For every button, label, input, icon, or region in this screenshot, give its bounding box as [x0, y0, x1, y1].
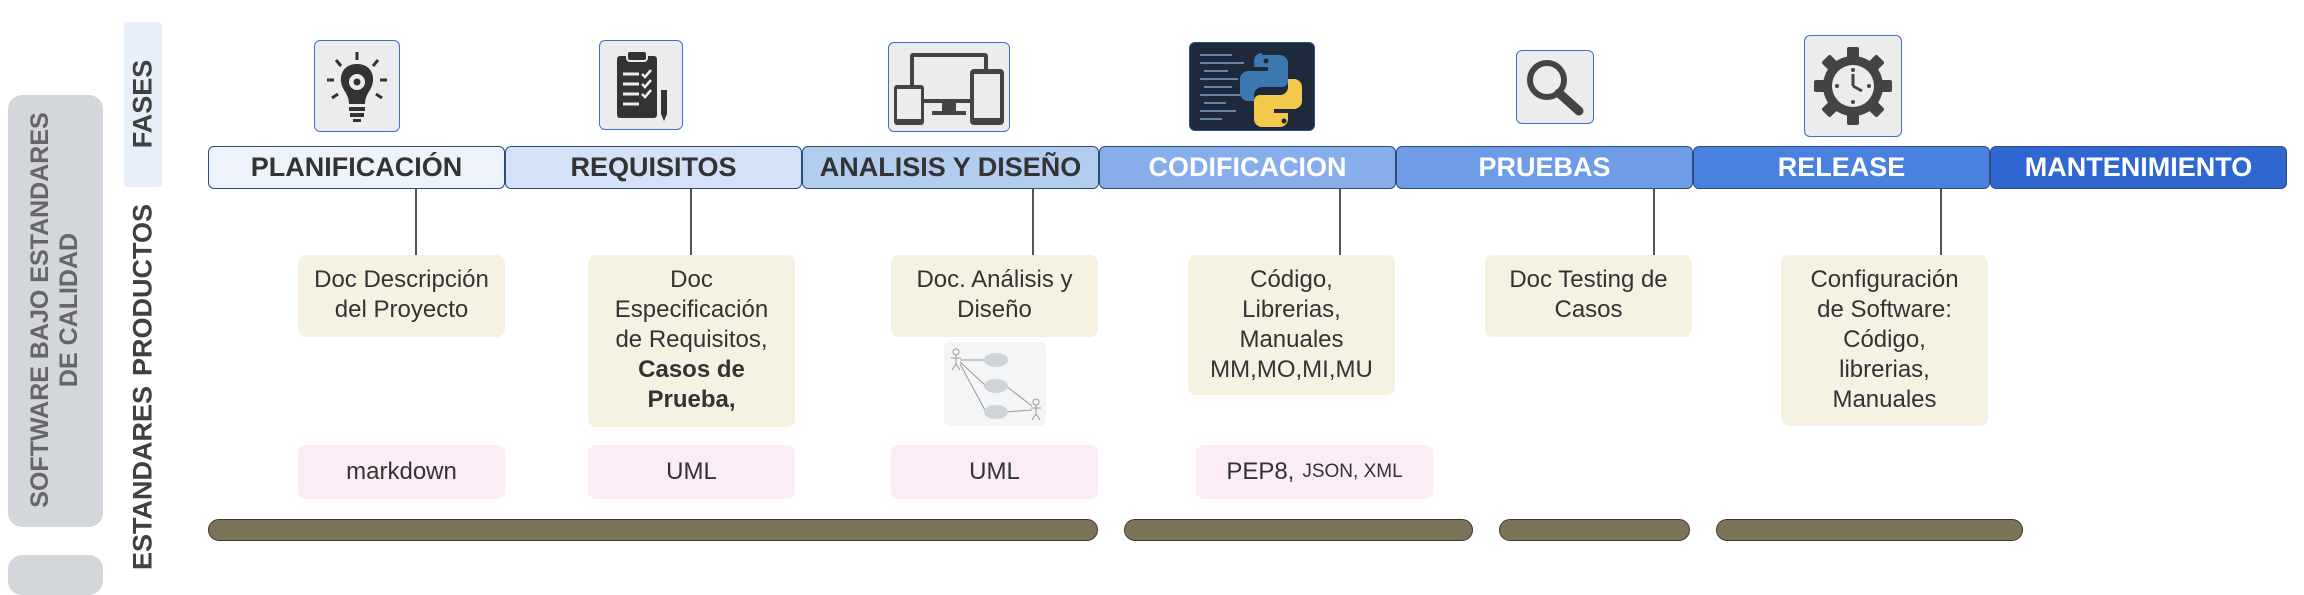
- side-title: SOFTWARE BAJO ESTANDARES DE CALIDAD: [26, 112, 84, 507]
- use-case-diagram-icon: [944, 342, 1046, 426]
- connector-line: [415, 189, 417, 255]
- row-label-estandares: ESTANDARES: [127, 385, 158, 571]
- side-title-panel: [8, 95, 103, 527]
- clipboard-checklist-icon: [599, 40, 683, 130]
- product-line: de Software:: [1817, 296, 1952, 323]
- product-configuracion-software: Configuración de Software: Código, libre…: [1781, 255, 1988, 426]
- product-line: Doc Testing de: [1509, 266, 1668, 293]
- standard-markdown: markdown: [298, 445, 505, 499]
- phase-mantenimiento: MANTENIMIENTO: [1990, 146, 2287, 189]
- side-panel-bottom: [8, 555, 103, 595]
- product-line-bold: Casos de: [638, 356, 745, 383]
- timeline-bar-4: [1716, 519, 2023, 541]
- product-line: Doc Descripción: [314, 266, 489, 293]
- devices-icon: [888, 42, 1010, 132]
- row-label-fases: FASES: [127, 59, 158, 149]
- standard-pep8-main: PEP8,: [1226, 458, 1295, 485]
- phase-requisitos: REQUISITOS: [505, 146, 802, 189]
- lightbulb-gear-icon: [314, 40, 400, 132]
- timeline-bar-1: [208, 519, 1098, 541]
- phase-codificacion: CODIFICACION: [1099, 146, 1396, 189]
- standard-pep8-formats: JSON, XML: [1302, 461, 1403, 482]
- product-line: Librerias,: [1242, 296, 1341, 323]
- product-line: Manuales: [1832, 386, 1937, 413]
- phase-pruebas: PRUEBAS: [1396, 146, 1693, 189]
- product-line: Casos: [1554, 296, 1623, 323]
- product-line: Especificación: [614, 296, 769, 323]
- phase-planificacion: PLANIFICACIÓN: [208, 146, 505, 189]
- connector-line: [1653, 189, 1655, 255]
- product-line: Doc. Análisis y: [916, 266, 1073, 293]
- product-line: Diseño: [957, 296, 1032, 323]
- product-doc-testing: Doc Testing de Casos: [1485, 255, 1692, 337]
- product-line: librerias,: [1839, 356, 1930, 383]
- product-line: Manuales: [1239, 326, 1344, 353]
- product-line: Código,: [1843, 326, 1926, 353]
- standard-pep8: PEP8, JSON, XML: [1196, 445, 1433, 499]
- python-code-icon: [1189, 42, 1315, 131]
- magnifier-icon: [1516, 50, 1594, 124]
- standard-uml-diseno: UML: [891, 445, 1098, 499]
- product-doc-descripcion: Doc Descripción del Proyecto: [298, 255, 505, 337]
- product-line: de Requisitos,: [615, 326, 768, 353]
- fases-label-bg: [124, 22, 162, 187]
- connector-line: [1339, 189, 1341, 255]
- timeline-bar-3: [1499, 519, 1690, 541]
- row-label-productos: PRODUCTOS: [127, 203, 158, 377]
- standard-uml-requisitos: UML: [588, 445, 795, 499]
- phase-analisis-diseno: ANALISIS Y DISEÑO: [802, 146, 1099, 189]
- connector-line: [690, 189, 692, 255]
- side-title-line1: SOFTWARE BAJO ESTANDARES: [26, 112, 54, 508]
- product-line: Configuración: [1810, 266, 1959, 293]
- product-doc-analisis: Doc. Análisis y Diseño: [891, 255, 1098, 337]
- side-title-line2: DE CALIDAD: [55, 232, 83, 388]
- phase-release: RELEASE: [1693, 146, 1990, 189]
- product-line: MM,MO,MI,MU: [1210, 356, 1373, 383]
- product-doc-especificacion: Doc Especificación de Requisitos, Casos …: [588, 255, 795, 427]
- connector-line: [1940, 189, 1942, 255]
- product-line: Código,: [1250, 266, 1333, 293]
- product-codigo-librerias: Código, Librerias, Manuales MM,MO,MI,MU: [1188, 255, 1395, 395]
- product-line-bold: Prueba,: [647, 386, 736, 413]
- product-line: del Proyecto: [334, 296, 469, 323]
- product-line: Doc: [670, 266, 713, 293]
- gear-clock-icon: [1804, 35, 1902, 137]
- connector-line: [1032, 189, 1034, 255]
- timeline-bar-2: [1124, 519, 1473, 541]
